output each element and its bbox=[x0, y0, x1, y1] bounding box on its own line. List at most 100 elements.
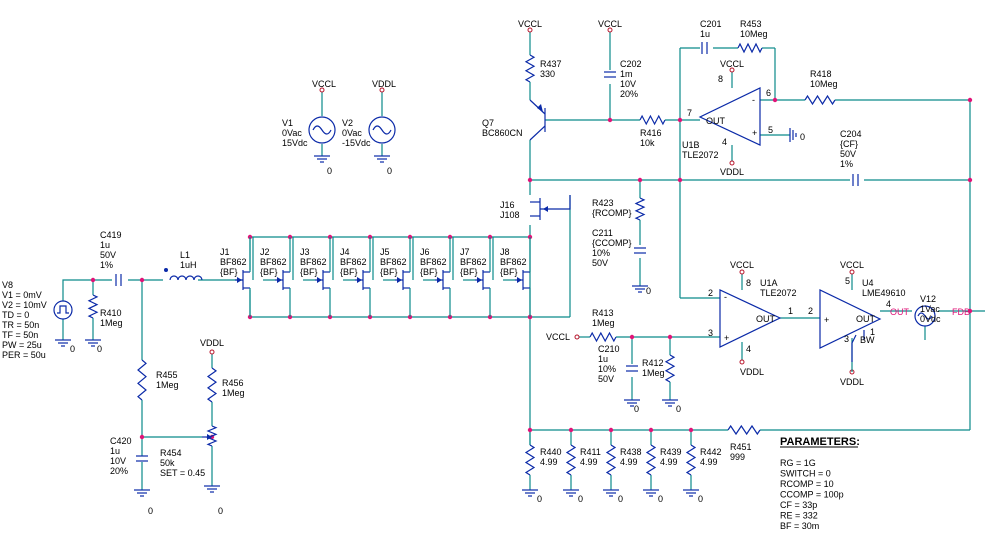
ground-zero-label-10: 0 bbox=[578, 494, 583, 504]
label-j2-line: {BF} bbox=[260, 267, 278, 277]
label-u1b-line: U1B bbox=[682, 140, 700, 150]
label-c420-line: 10V bbox=[110, 456, 126, 466]
rail-terminal bbox=[849, 269, 855, 275]
label-c211-line: 10% bbox=[592, 248, 610, 258]
label-c420-line: 20% bbox=[110, 466, 128, 476]
rail-terminal bbox=[379, 87, 385, 93]
u1a-pin-4: 4 bbox=[746, 344, 751, 354]
parameters-title: PARAMETERS: bbox=[780, 436, 860, 448]
label-j16-line: J108 bbox=[500, 210, 520, 220]
ground-zero-label-5: 0 bbox=[218, 506, 223, 516]
parameters-list-line: BF = 30m bbox=[780, 521, 819, 531]
parameters-list-line: SWITCH = 0 bbox=[780, 469, 831, 479]
rail-terminal bbox=[574, 334, 580, 340]
ground-symbol bbox=[55, 339, 71, 347]
label-u4-line: LME49610 bbox=[862, 288, 906, 298]
label-j6-line: J6 bbox=[420, 247, 430, 257]
u1a-pin-out: OUT bbox=[756, 314, 776, 324]
junction-dots bbox=[90, 27, 973, 440]
label-v2-line: V2 bbox=[342, 118, 353, 128]
label-v12-line: 0Vdc bbox=[920, 314, 941, 324]
resistor-r413 bbox=[589, 331, 617, 343]
ground-symbol bbox=[314, 155, 330, 163]
label-q7-line: BC860CN bbox=[482, 128, 523, 138]
source-v8 bbox=[53, 300, 73, 320]
ground-zero-label-12: 0 bbox=[658, 494, 663, 504]
rail-label-1: VDDL bbox=[372, 79, 396, 89]
ground-zero-label-13: 0 bbox=[698, 494, 703, 504]
u1a-pin-inv: - bbox=[724, 292, 727, 302]
label-c210-line: 10% bbox=[598, 364, 616, 374]
label-r411-line: 4.99 bbox=[580, 457, 598, 467]
u4-pin-1: 1 bbox=[870, 327, 875, 337]
rail-terminal bbox=[527, 27, 533, 33]
label-c419-line: C419 bbox=[100, 230, 122, 240]
resistor-r423 bbox=[634, 197, 646, 221]
label-r438-line: 4.99 bbox=[620, 457, 638, 467]
label-c204-line: 50V bbox=[840, 149, 856, 159]
label-r454-line: SET = 0.45 bbox=[160, 468, 205, 478]
label-v12-line: 1Vac bbox=[920, 304, 940, 314]
label-c202-line: 10V bbox=[620, 79, 636, 89]
resistor-r442 bbox=[685, 444, 697, 476]
rail-label-7: VDDL bbox=[740, 367, 764, 377]
source-v12 bbox=[914, 305, 936, 327]
label-j8-line: BF862 bbox=[500, 257, 527, 267]
u1a-pin-2: 2 bbox=[708, 288, 713, 298]
ground-zero-label-6: 0 bbox=[646, 286, 651, 296]
resistor-r412 bbox=[664, 354, 676, 383]
label-v8-line: TF = 50n bbox=[2, 330, 38, 340]
jfet-j4 bbox=[332, 237, 371, 317]
label-r410-line: 1Meg bbox=[100, 318, 123, 328]
u1a-pin-3: 3 bbox=[708, 328, 713, 338]
transistor-q7 bbox=[529, 99, 546, 141]
source-v2 bbox=[368, 116, 396, 144]
label-r440-line: 4.99 bbox=[540, 457, 558, 467]
label-j4-line: BF862 bbox=[340, 257, 367, 267]
rail-terminal bbox=[739, 269, 745, 275]
u1a-pin-noninv: + bbox=[724, 333, 729, 343]
resistor-r411 bbox=[565, 444, 577, 476]
rail-label-4: VCCL bbox=[720, 59, 744, 69]
junction-dot bbox=[607, 117, 613, 123]
rail-terminal bbox=[739, 359, 745, 365]
label-v1-line: V1 bbox=[282, 118, 293, 128]
label-j8-line: {BF} bbox=[500, 267, 518, 277]
junction-dot bbox=[648, 427, 654, 433]
rail-label-5: VDDL bbox=[720, 167, 744, 177]
u4-pin-4: 4 bbox=[886, 299, 891, 309]
label-v8-line: V2 = 10mV bbox=[2, 300, 47, 310]
resistor-r440 bbox=[524, 444, 536, 476]
label-j3-line: J3 bbox=[300, 247, 310, 257]
resistor-r451 bbox=[727, 424, 761, 436]
label-c420-line: 1u bbox=[110, 446, 120, 456]
ground-symbol bbox=[374, 155, 390, 163]
label-r451-line: R451 bbox=[730, 442, 752, 452]
opamp-u1b bbox=[698, 87, 761, 146]
label-j7-line: J7 bbox=[460, 247, 470, 257]
rail-label-3: VCCL bbox=[598, 19, 622, 29]
label-r437-line: 330 bbox=[540, 69, 555, 79]
label-u1b-line: TLE2072 bbox=[682, 150, 719, 160]
u1b-pin-7: 7 bbox=[687, 108, 692, 118]
inductor-l1 bbox=[164, 268, 203, 281]
label-r455-line: 1Meg bbox=[156, 380, 179, 390]
parameters-list-line: RCOMP = 10 bbox=[780, 479, 834, 489]
label-j1-line: J1 bbox=[220, 247, 230, 257]
ground-zero-label-14: 0 bbox=[800, 132, 805, 142]
label-c201-line: C201 bbox=[700, 19, 722, 29]
label-u1a-line: U1A bbox=[760, 278, 778, 288]
